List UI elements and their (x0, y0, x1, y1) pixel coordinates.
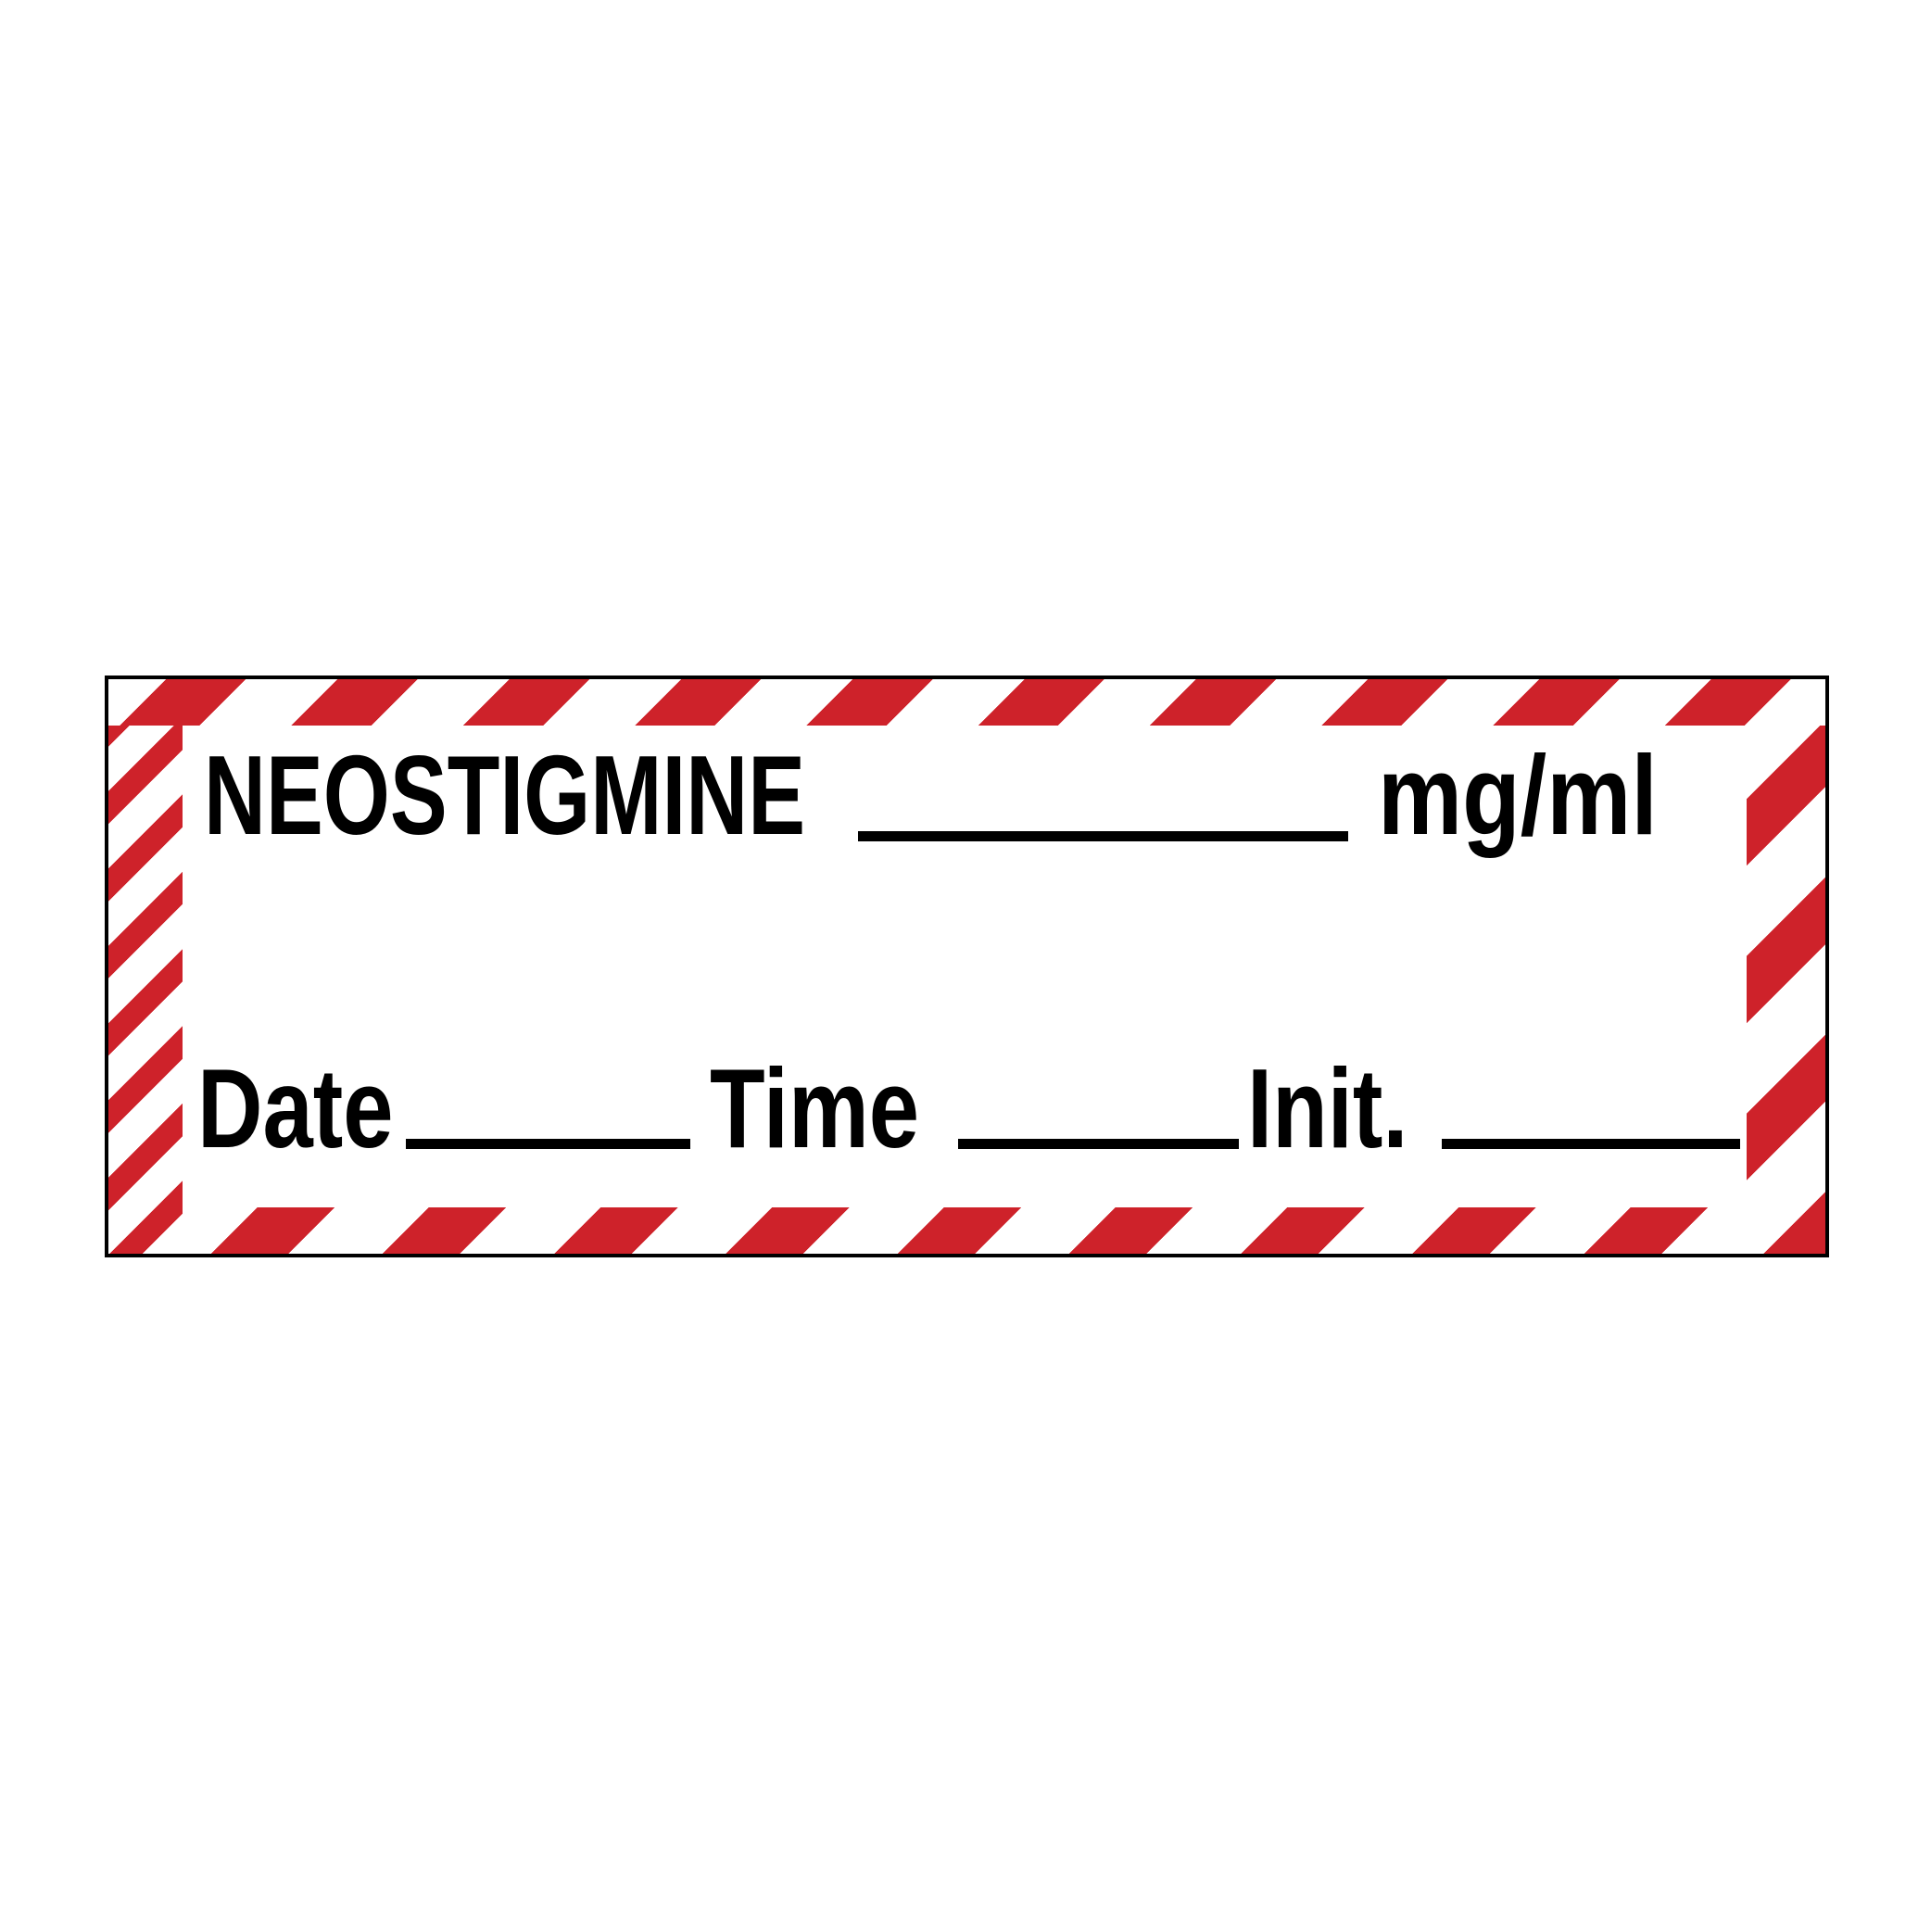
striped-border-bottom (183, 1207, 1747, 1254)
unit-text: mg/ml (1378, 732, 1658, 858)
init-blank-line (1442, 1139, 1740, 1149)
time-blank-line (958, 1139, 1239, 1149)
time-label: Time (710, 1045, 920, 1171)
striped-border-top (108, 679, 1825, 726)
date-blank-line (406, 1139, 690, 1149)
striped-border-right (1747, 726, 1825, 1254)
concentration-blank-line (858, 831, 1348, 841)
striped-border-left (108, 726, 183, 1254)
date-label: Date (197, 1045, 394, 1171)
init-label: Init. (1247, 1045, 1408, 1171)
anesthesia-drug-label: NEOSTIGMINE mg/ml Date Time Init. (105, 676, 1829, 1257)
drug-name-text: NEOSTIGMINE (204, 732, 806, 858)
